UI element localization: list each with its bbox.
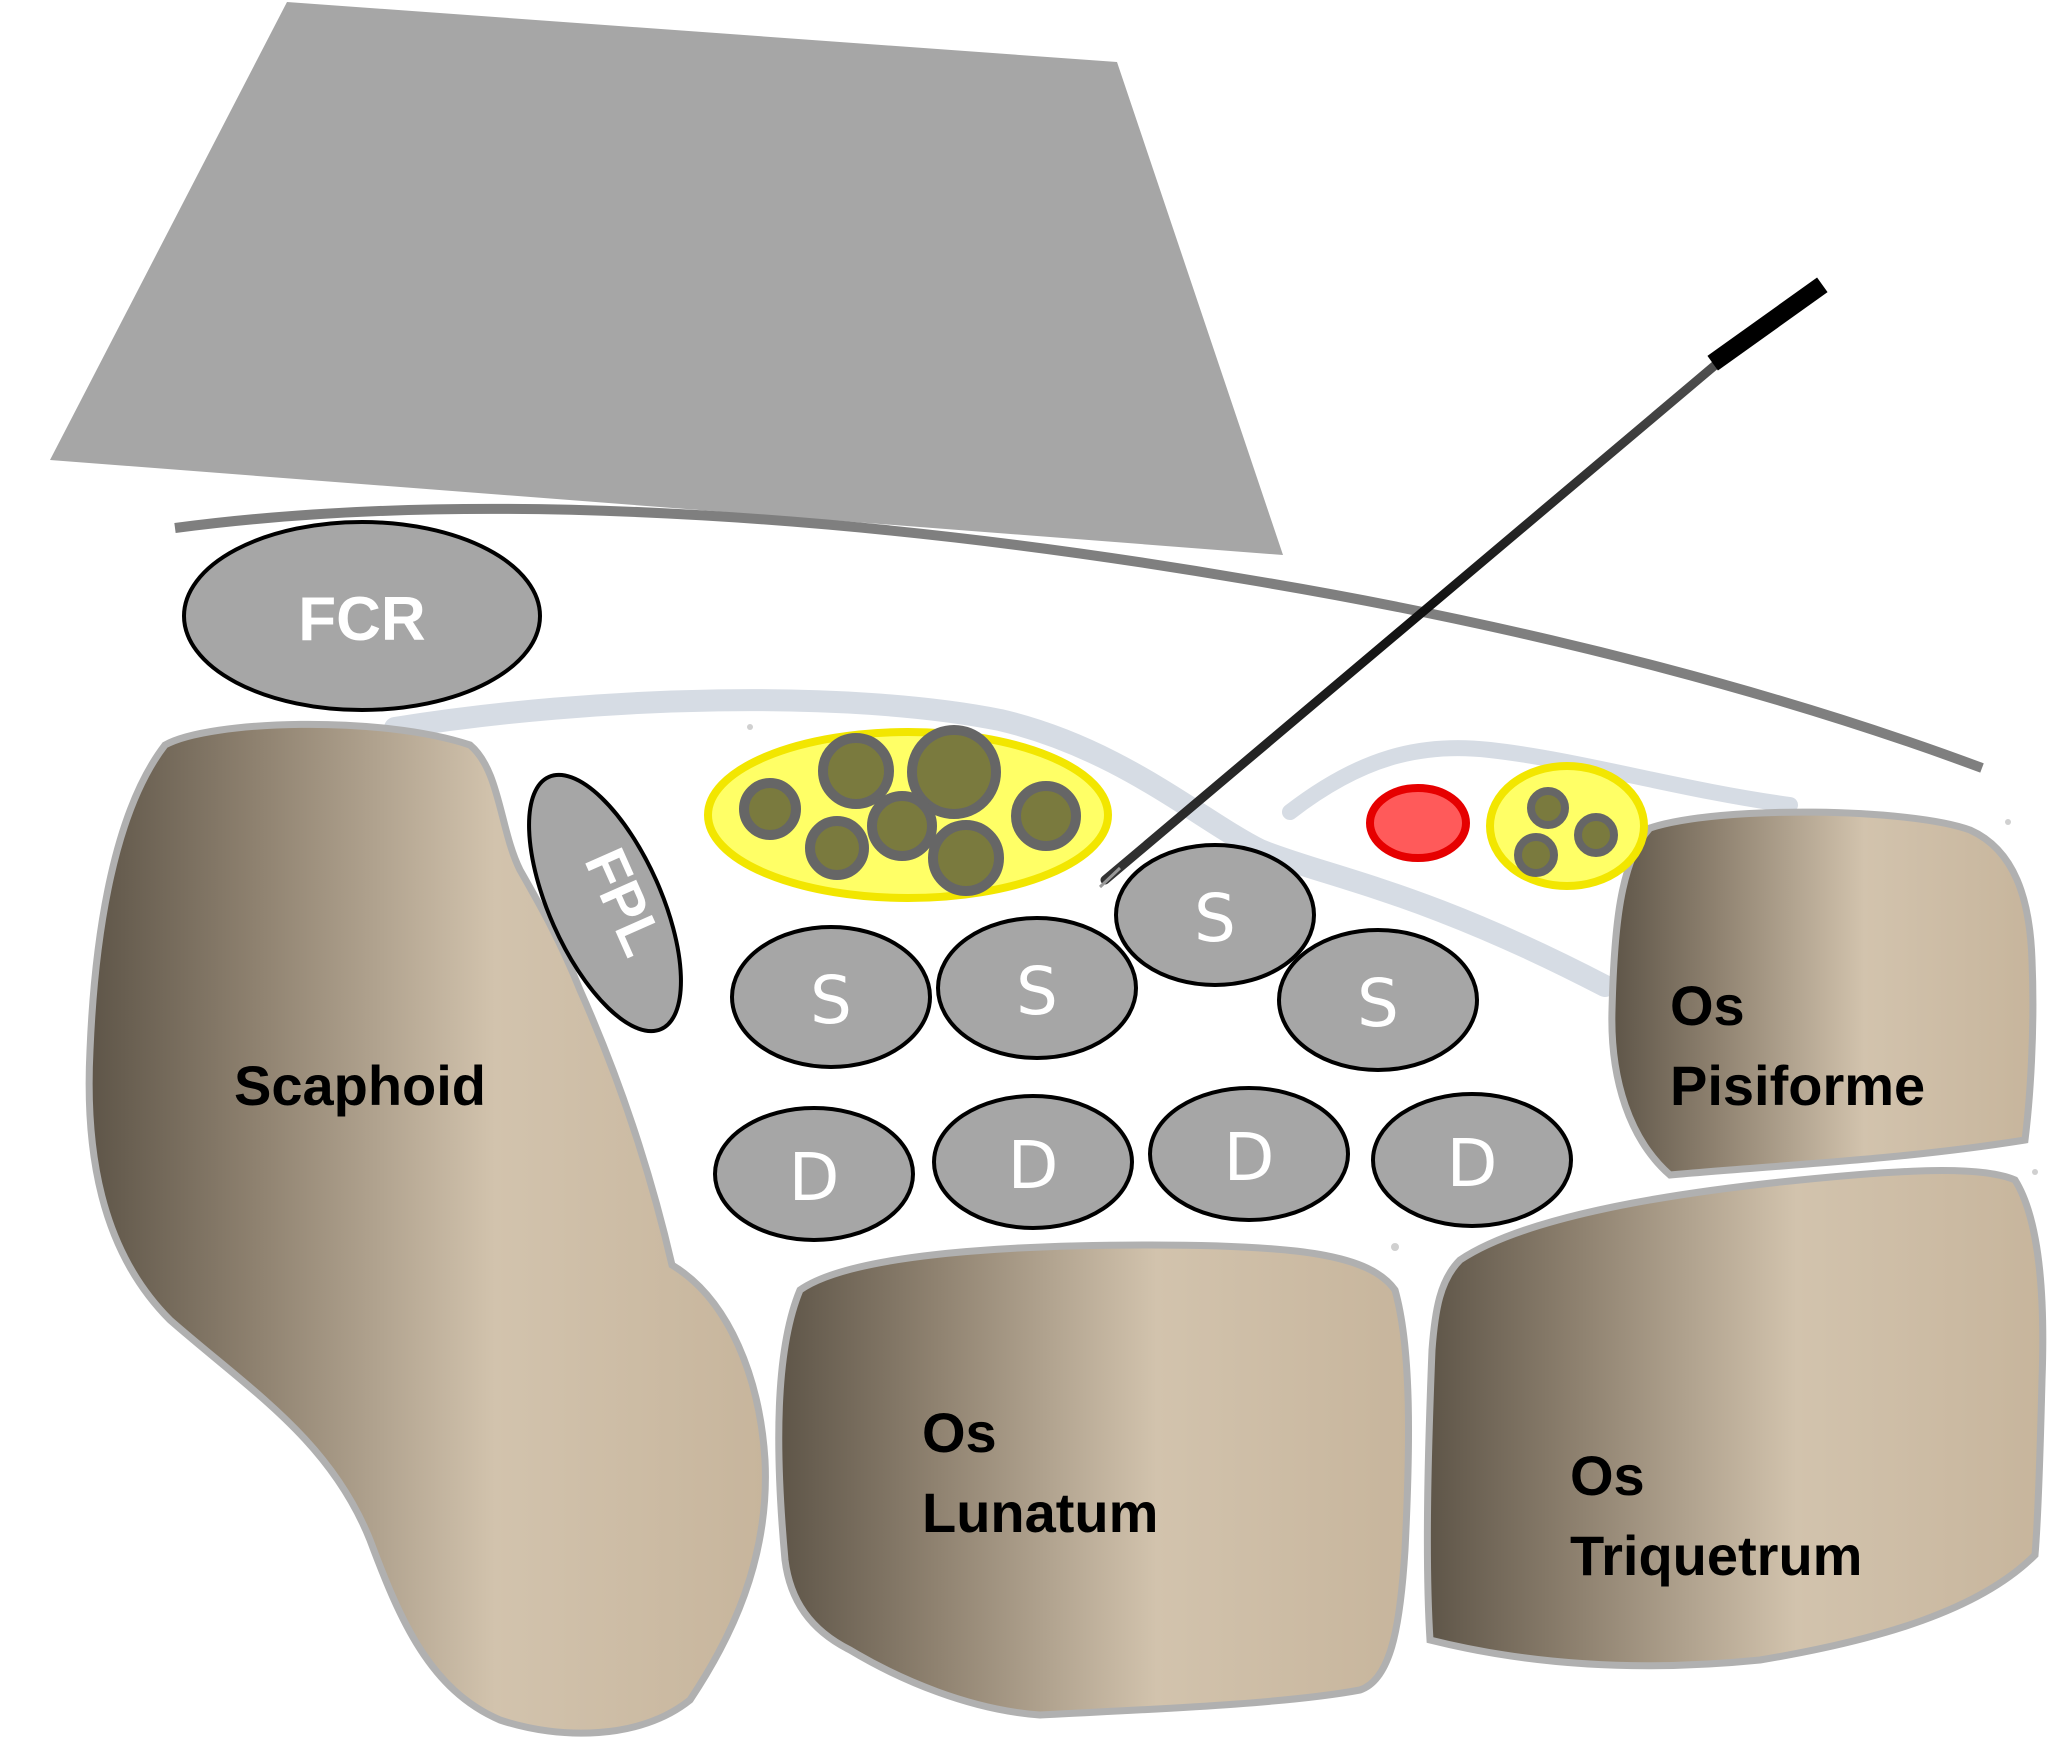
superficial-flexor-tendons: [730, 843, 1479, 1072]
deep-tendon: [1371, 1092, 1573, 1228]
deep-tendon: [1148, 1086, 1350, 1222]
speckle: [2032, 1169, 2038, 1175]
skin-line: [174, 503, 1984, 773]
deep-tendon-label: D: [1447, 1125, 1498, 1202]
superficial-tendon: [936, 916, 1138, 1060]
deep-tendon: [713, 1106, 915, 1242]
os-lunatum-bone: [775, 1241, 1413, 1719]
nerve-fascicle: [1574, 813, 1618, 857]
nerve-fascicle: [1514, 833, 1558, 877]
superficial-tendon-label: S: [810, 962, 852, 1039]
nerve-fascicle: [928, 820, 1004, 896]
superficial-tendon-label: S: [1016, 953, 1058, 1030]
speckle: [1391, 1243, 1399, 1251]
nerve-fascicle: [907, 725, 1001, 819]
superficial-tendon: [730, 925, 932, 1069]
nerve-fascicle: [1527, 787, 1569, 829]
ultrasound-probe: [50, 2, 1283, 555]
speckle: [2005, 819, 2011, 825]
fcr-label: FCR: [298, 585, 425, 654]
scaphoid-bone: [85, 720, 769, 1737]
deep-tendon: [932, 1094, 1134, 1230]
os-pisiforme-label-line1: Os: [1670, 974, 1745, 1037]
os-lunatum-label-line1: Os: [922, 1401, 997, 1464]
fpl-tendon: [527, 772, 683, 1034]
os-triquetrum-label-line2: Triquetrum: [1570, 1524, 1862, 1587]
os-pisiforme-bone: [1608, 808, 2037, 1179]
nerve-fascicle: [805, 816, 869, 880]
deep-tendon-label: D: [1224, 1119, 1275, 1196]
deep-tendon-label: D: [1008, 1127, 1059, 1204]
superficial-tendon-label: S: [1194, 880, 1236, 957]
superficial-tendon-label: S: [1357, 965, 1399, 1042]
os-pisiforme-label-line2: Pisiforme: [1670, 1054, 1925, 1117]
os-lunatum-label-line2: Lunatum: [922, 1481, 1158, 1544]
deep-tendon-label: D: [789, 1139, 840, 1216]
superficial-tendon: [1277, 928, 1479, 1072]
nerve-fascicle: [867, 791, 937, 861]
flexor-retinaculum: [384, 689, 1616, 997]
injection-needle: [1098, 277, 1828, 889]
scaphoid-label: Scaphoid: [234, 1054, 486, 1117]
nerve-fascicle: [818, 733, 894, 809]
fcr-tendon: [182, 520, 542, 712]
flexor-retinaculum-ulnar: [1282, 740, 1798, 820]
ulnar-artery: [1366, 784, 1470, 862]
ulnar-nerve: [1486, 762, 1648, 890]
nerve-fascicle: [739, 778, 801, 840]
deep-flexor-tendons: [713, 1086, 1573, 1242]
os-triquetrum-bone: [1423, 1167, 2047, 1670]
median-nerve: [704, 725, 1112, 902]
os-triquetrum-label-line1: Os: [1570, 1444, 1645, 1507]
nerve-fascicle: [1011, 781, 1081, 851]
superficial-tendon: [1114, 843, 1316, 987]
speckle: [747, 724, 753, 730]
